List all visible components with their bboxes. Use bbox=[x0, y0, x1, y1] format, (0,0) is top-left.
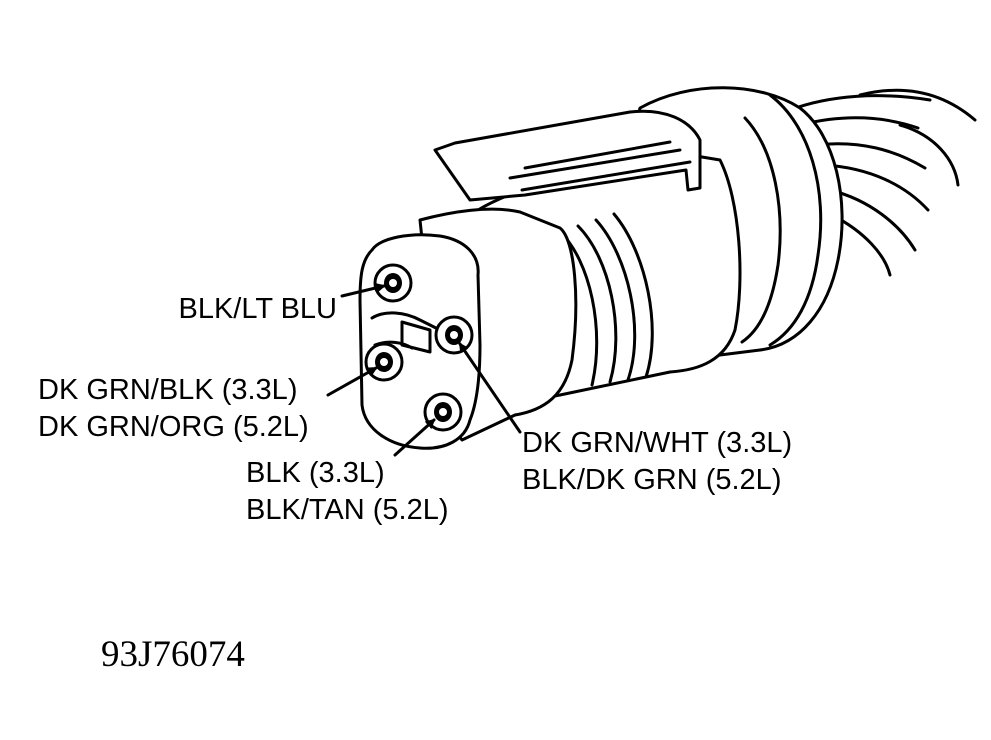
pin-b-label-line-1: DK GRN/BLK (3.3L) bbox=[38, 374, 297, 406]
figure-code: 93J76074 bbox=[101, 634, 245, 675]
pin-a-cavity bbox=[373, 263, 413, 303]
pin-c-leader-arrow bbox=[393, 418, 436, 457]
pin-b-cavity bbox=[364, 342, 404, 382]
pin-labels: BLK/LT BLU DK GRN/BLK (3.3L) DK GRN/ORG … bbox=[38, 293, 792, 526]
pin-d-label-line-2: BLK/DK GRN (5.2L) bbox=[522, 464, 781, 496]
pin-a-leader-arrow bbox=[340, 282, 386, 298]
locking-latch bbox=[433, 109, 702, 202]
pin-a-label: BLK/LT BLU bbox=[178, 293, 337, 325]
pin-b-label-line-2: DK GRN/ORG (5.2L) bbox=[38, 411, 309, 443]
pin-c-label-line-2: BLK/TAN (5.2L) bbox=[246, 494, 449, 526]
leader-arrows bbox=[326, 282, 522, 457]
pin-b-leader-arrow bbox=[326, 366, 378, 397]
pin-c-label-line-1: BLK (3.3L) bbox=[246, 457, 385, 489]
pin-d-cavity bbox=[434, 315, 474, 355]
pin-d-label-line-1: DK GRN/WHT (3.3L) bbox=[522, 427, 792, 459]
terminal-cavities bbox=[364, 263, 474, 432]
pin-d-leader-arrow bbox=[458, 342, 522, 434]
